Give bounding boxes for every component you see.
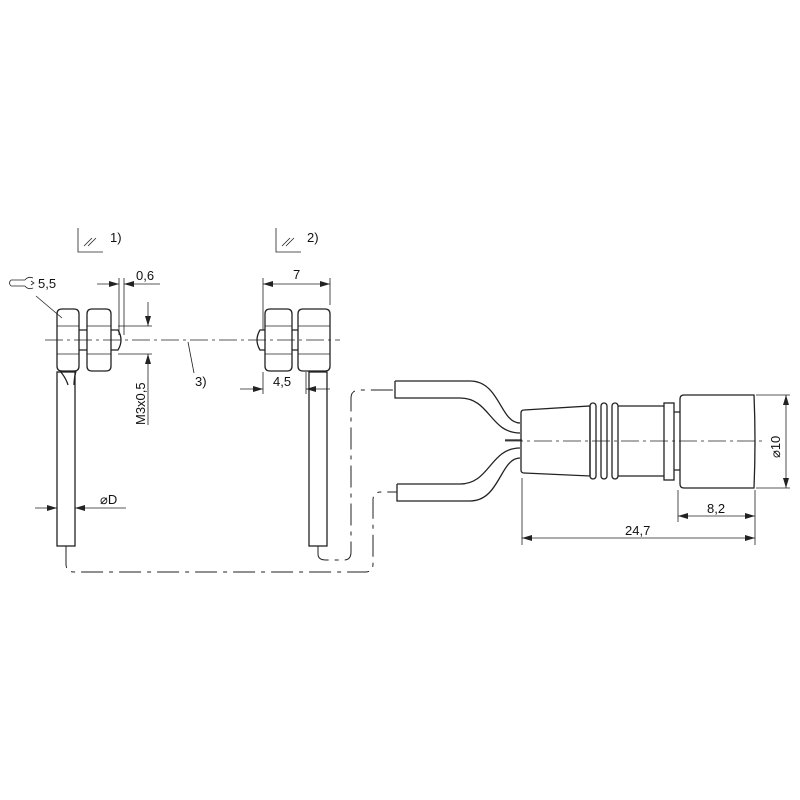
wrench-size-label: 5,5 [38,276,56,291]
connector-wires [394,380,522,502]
note-3-label: 3) [195,374,207,389]
note-2-label: 2) [307,230,319,245]
wrench-icon [9,276,35,290]
sensor2-thread-label: 4,5 [273,374,291,389]
connector-length-label: 24,7 [625,523,650,538]
gap-dimension-label: 0,6 [136,268,154,283]
note-1-symbol-icon [77,228,103,253]
connector-nut-length-label: 8,2 [707,501,725,516]
sensor-2 [256,308,331,547]
m8-connector [520,394,756,489]
note-1-label: 1) [110,230,122,245]
sensor-1 [56,308,122,547]
note-2-symbol-icon [275,228,301,253]
thread-dimension-label: M3x0,5 [133,382,148,425]
connector-diameter-label: ⌀10 [768,436,783,458]
sensor2-length-label: 7 [293,267,300,282]
cable-diameter-label: ⌀D [100,492,117,507]
